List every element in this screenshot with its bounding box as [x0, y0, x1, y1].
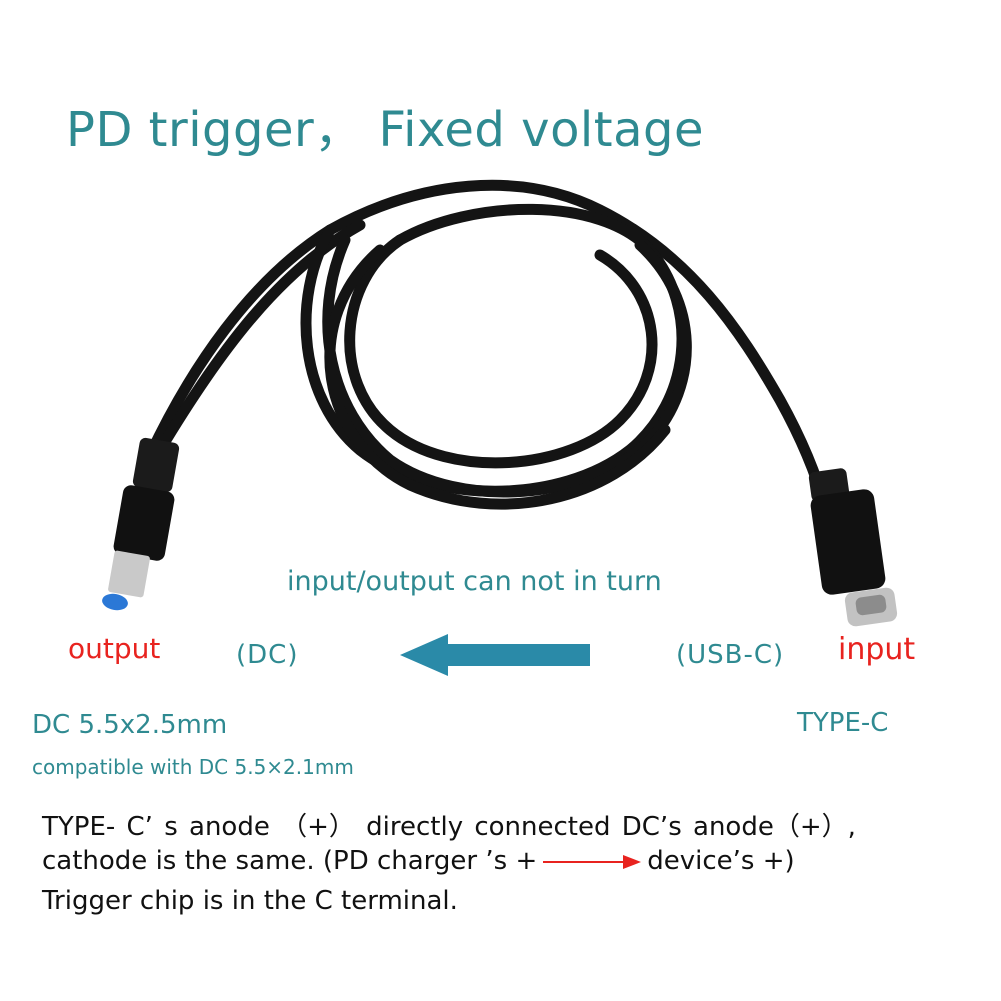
usbc-label: (USB-C) [676, 640, 785, 670]
direction-note: input/output can not in turn [287, 566, 662, 597]
description-line-1: TYPE- C’ s anode （+） directly connected … [42, 812, 856, 842]
description-line-3: Trigger chip is in the C terminal. [42, 886, 458, 916]
dc-plug [102, 437, 180, 611]
description-line-2b: device’s +) [647, 846, 795, 876]
cable-coil [144, 179, 832, 516]
left-arrow-icon [400, 634, 590, 676]
page-title: PD trigger， Fixed voltage [66, 102, 705, 158]
input-label: input [838, 632, 916, 667]
dc-spec: DC 5.5x2.5mm [32, 710, 228, 740]
usbc-plug [808, 468, 898, 627]
description-line-2: cathode is the same. (PD charger ’s + dev… [42, 846, 795, 876]
output-label: output [68, 632, 161, 665]
dc-label: (DC) [236, 640, 299, 670]
typec-spec: TYPE-C [797, 708, 889, 738]
right-arrow-icon [543, 854, 642, 869]
description-line-2a: cathode is the same. (PD charger ’s + [42, 846, 538, 876]
dc-compat-spec: compatible with DC 5.5×2.1mm [32, 755, 354, 779]
